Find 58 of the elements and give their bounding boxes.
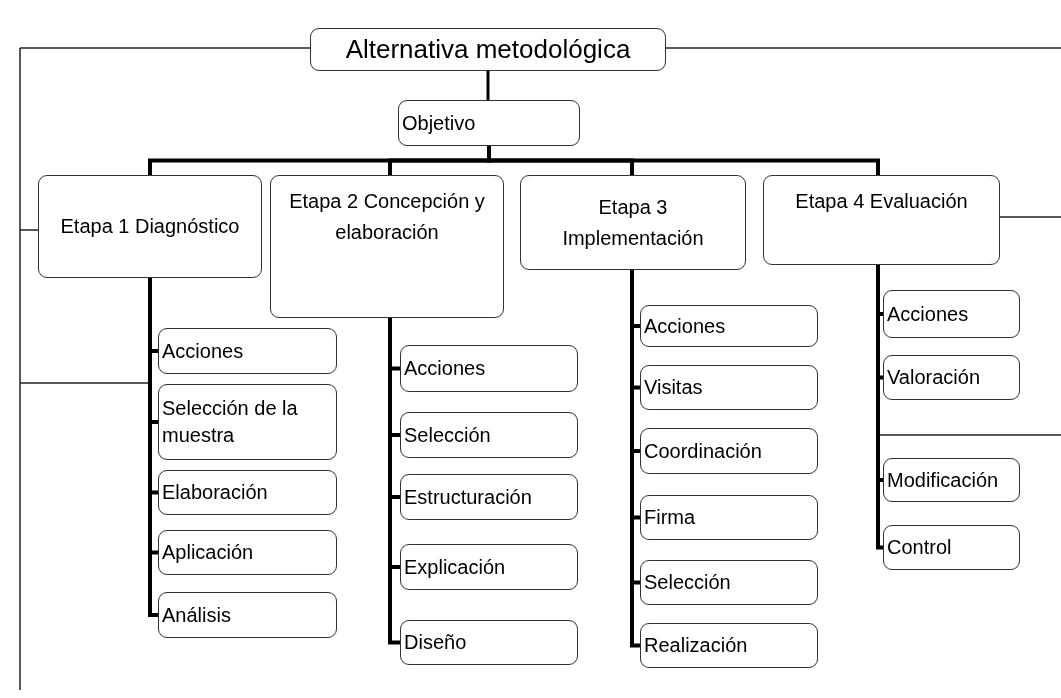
node-label: Acciones (162, 338, 245, 364)
node-label: Acciones (644, 313, 727, 339)
node-label: Análisis (162, 602, 232, 628)
node-label: Firma (644, 505, 697, 530)
node-label: Objetivo (402, 110, 477, 136)
activity-box (400, 544, 578, 590)
node-label: Visitas (644, 375, 704, 400)
activity-box (640, 623, 818, 668)
node-label: Etapa 1 Diagnóstico (59, 214, 241, 239)
activity-box (158, 530, 337, 575)
activity-box (158, 384, 337, 460)
node-label: Explicación (404, 554, 507, 580)
node-label: Etapa 3 Implementación (561, 194, 705, 251)
activity-box (640, 428, 818, 474)
node-label: Acciones (887, 301, 970, 327)
title-box (310, 28, 666, 71)
node-label: Acciones (404, 356, 487, 381)
activity-box (883, 458, 1020, 502)
node-label: Realización (644, 633, 749, 658)
node-label: Elaboración (162, 480, 269, 505)
activity-box (400, 474, 578, 520)
activity-box (400, 620, 578, 665)
node-label: Selección de la muestra (162, 396, 299, 448)
node-label: Valoración (887, 365, 982, 390)
activity-box (400, 412, 578, 458)
connector-line (487, 146, 880, 175)
stage-box (270, 175, 504, 318)
stage-box (763, 175, 1000, 265)
node-label: Etapa 4 Evaluación (794, 189, 969, 214)
node-label: Modificación (887, 467, 1000, 493)
activity-box (883, 355, 1020, 400)
activity-box (640, 495, 818, 540)
node-label: Aplicación (162, 540, 255, 565)
activity-box (640, 305, 818, 347)
connector-line (486, 71, 490, 100)
node-label: Control (887, 535, 953, 560)
activity-box (640, 560, 818, 605)
activity-box (158, 328, 337, 374)
activity-box (158, 470, 337, 515)
activity-box (640, 365, 818, 410)
activity-box (883, 525, 1020, 570)
activity-box (400, 345, 578, 392)
node-label: Estructuración (404, 484, 533, 510)
activity-box (158, 592, 337, 638)
connector-line (388, 318, 400, 645)
node-label: Selección (404, 422, 492, 448)
node-label: Diseño (404, 630, 468, 655)
node-label: Coordinación (644, 438, 763, 464)
node-label: Selección (644, 570, 732, 595)
stage-box (520, 175, 746, 270)
node-label: Alternativa metodológica (344, 32, 632, 66)
activity-box (883, 290, 1020, 338)
connector-line (876, 265, 883, 550)
node-label: Etapa 2 Concepción y elaboración (288, 189, 486, 245)
connector-line (630, 270, 640, 648)
connector-line (148, 278, 158, 617)
objective-box (398, 100, 580, 146)
stage-box (38, 175, 262, 278)
